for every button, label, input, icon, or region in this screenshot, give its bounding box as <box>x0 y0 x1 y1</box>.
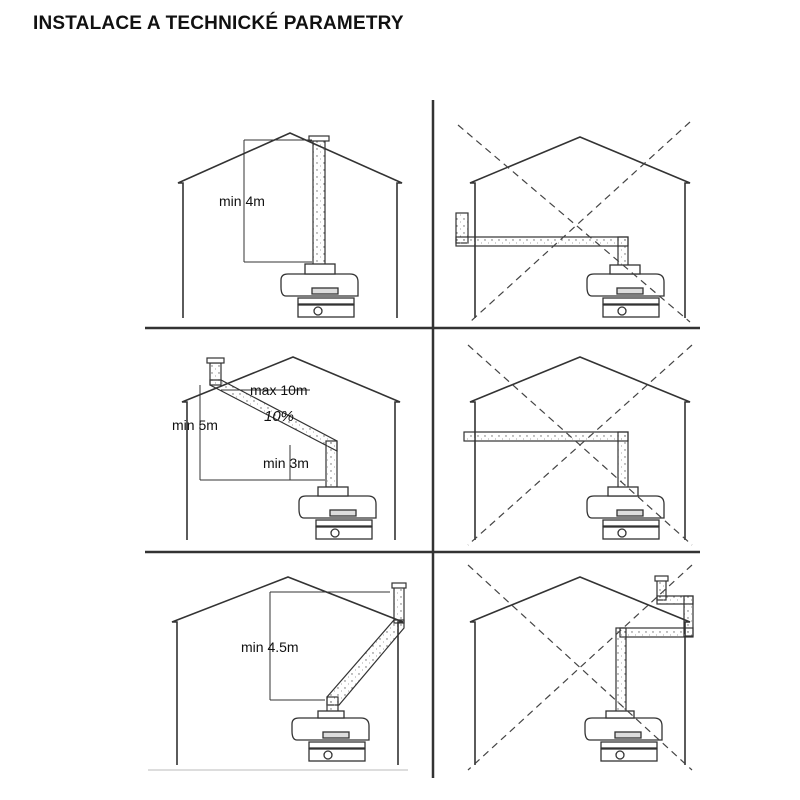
house-outline <box>177 132 403 318</box>
label-min-4m: min 4m <box>219 193 265 209</box>
dimension-lines <box>199 385 325 481</box>
cross-out-mark <box>467 564 693 771</box>
dimension-line <box>243 139 312 263</box>
page-title: INSTALACE A TECHNICKÉ PARAMETRY <box>33 13 404 34</box>
panel-middle-right <box>463 344 693 546</box>
panel-bottom-left: min 4.5m <box>148 576 408 771</box>
panel-top-left: min 4m <box>177 132 403 318</box>
label-min-5m: min 5m <box>172 417 218 433</box>
heater-unit <box>586 264 665 318</box>
label-min-3m: min 3m <box>263 455 309 471</box>
exhaust-pipe <box>308 135 330 271</box>
exhaust-pipe <box>463 431 629 491</box>
grid-dividers <box>145 100 700 778</box>
exhaust-pipe <box>455 212 629 270</box>
cross-out-mark <box>467 344 693 546</box>
heater-unit <box>584 710 663 762</box>
heater-unit <box>291 710 370 762</box>
cross-out-mark <box>457 121 691 323</box>
heater-unit <box>298 486 377 540</box>
exhaust-pipe <box>326 582 407 714</box>
heater-unit <box>586 486 665 540</box>
label-max-10m: max 10m <box>250 382 308 398</box>
house-outline <box>469 356 691 540</box>
panel-middle-left: max 10m 10% min 5m min 3m <box>172 356 401 540</box>
dimension-line <box>269 591 390 701</box>
label-min-4-5m: min 4.5m <box>241 639 299 655</box>
house-outline <box>181 356 401 540</box>
label-slope-10pct: 10% <box>264 408 294 425</box>
panel-top-right <box>455 121 691 323</box>
house-outline <box>469 136 691 318</box>
heater-unit <box>280 263 359 318</box>
panel-bottom-right <box>467 564 694 771</box>
